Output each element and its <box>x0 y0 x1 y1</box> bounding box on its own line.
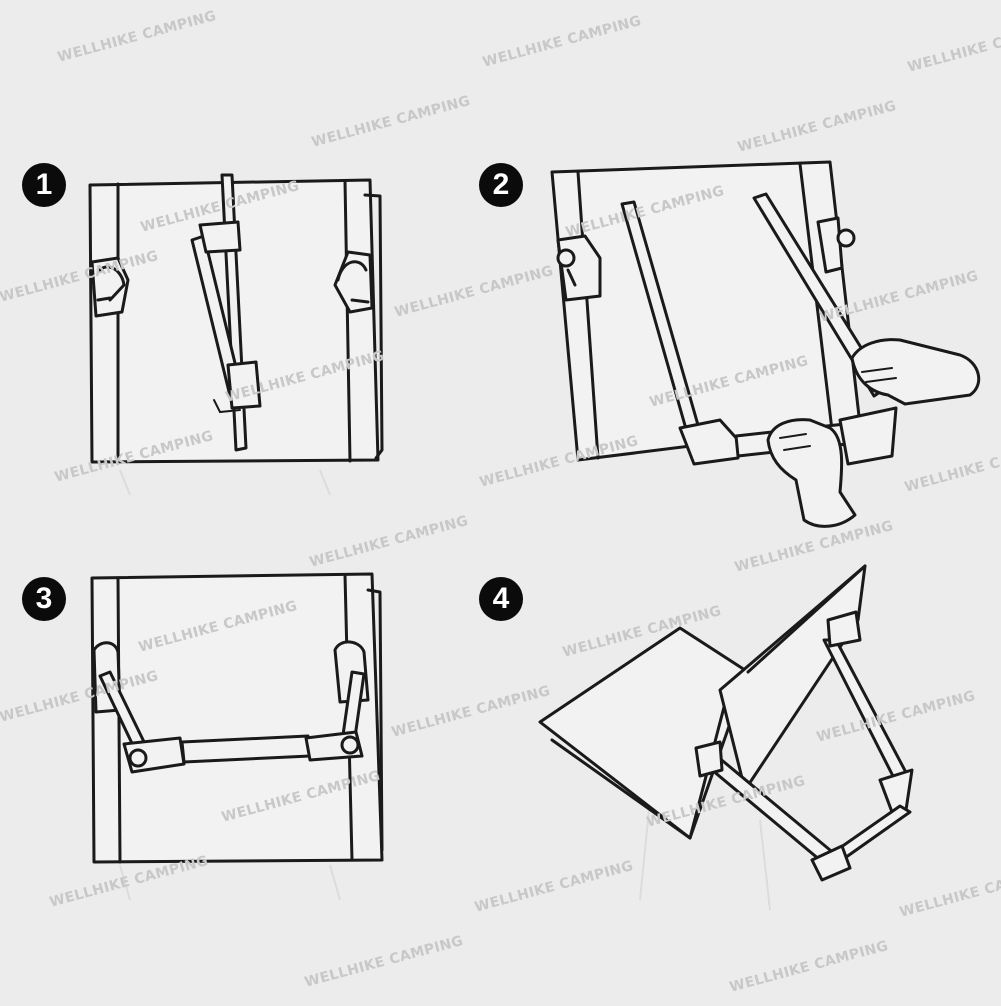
frame-leg-back-4 <box>822 638 912 788</box>
step-2-illustration <box>550 160 981 528</box>
hand-right-2 <box>850 338 981 406</box>
step-4-badge: 4 <box>479 577 523 621</box>
step-2-badge: 2 <box>479 163 523 207</box>
step-1-illustration <box>88 173 384 496</box>
step-3-illustration <box>90 572 384 901</box>
step-1-badge: 1 <box>22 163 66 207</box>
seat-fabric-2 <box>550 160 862 462</box>
pole-connector-bottom-1 <box>226 360 262 410</box>
hand-left-2 <box>766 418 857 528</box>
step-4-illustration <box>538 564 914 911</box>
seat-left-sleeve-3 <box>116 576 122 864</box>
seat-left-sleeve-2 <box>576 170 600 460</box>
seat-right-sleeve-1 <box>343 179 352 463</box>
step-3-badge: 3 <box>22 577 66 621</box>
pole-connector-top-1 <box>198 220 242 254</box>
crossbar-3 <box>180 734 312 764</box>
seat-fabric-3 <box>90 572 384 864</box>
